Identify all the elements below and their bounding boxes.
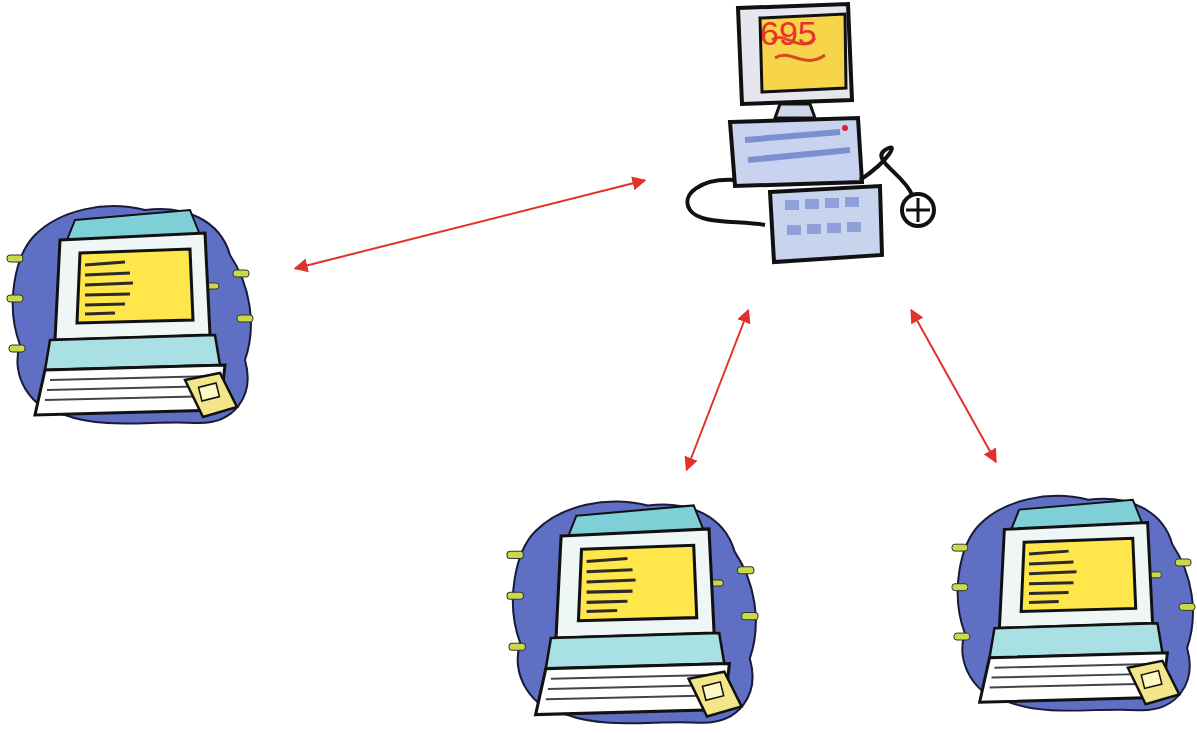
client-node [10,200,250,420]
client-computer [7,206,253,423]
server-computer [687,4,934,262]
client-computer [952,496,1195,711]
client-node [955,487,1192,715]
client-computer [507,502,758,724]
network-link [687,310,749,470]
client-node [510,495,755,725]
server-node: 695 [690,10,940,265]
screen-number: 695 [760,16,817,50]
network-link [911,310,996,462]
network-link [295,180,645,268]
